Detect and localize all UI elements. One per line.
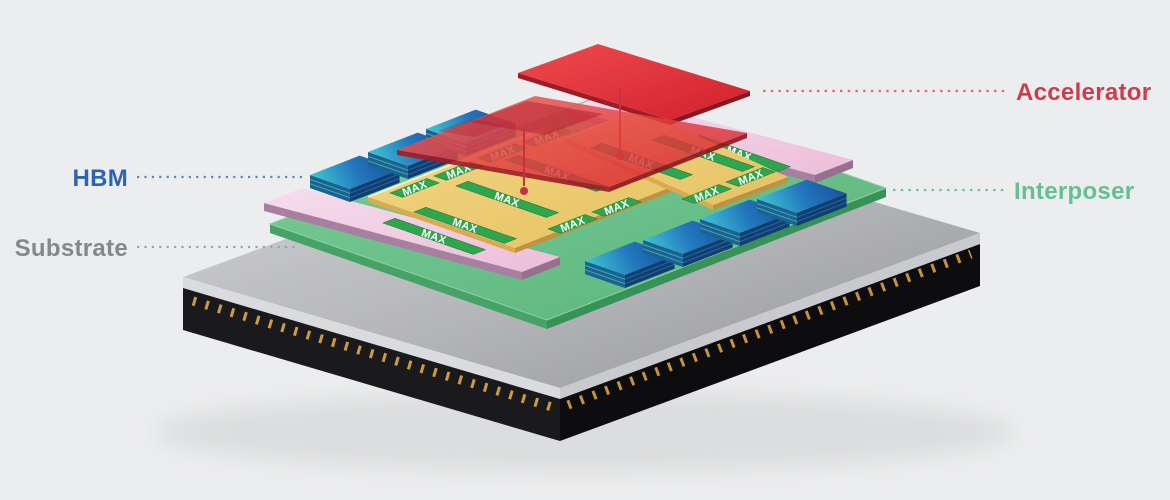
accelerator-die-back (518, 44, 750, 125)
accelerator-mesa (438, 119, 506, 137)
substrate-pins-left (191, 296, 554, 412)
substrate-rim-left (183, 277, 560, 399)
accelerator-mesa (470, 101, 603, 135)
carrier-strip-front-cap (522, 257, 560, 280)
substrate-side-left (183, 288, 560, 441)
accelerator-thickness (397, 150, 609, 192)
label-hbm: HBM (72, 165, 128, 192)
die-side (368, 197, 515, 253)
floor-shadow (155, 392, 1015, 472)
accelerator-die-front (397, 96, 747, 192)
accelerator-thickness (609, 133, 747, 192)
accelerator-top-face (518, 44, 750, 120)
carrier-strip-front (264, 188, 560, 280)
die-side (713, 177, 788, 210)
connection-dot-front (520, 187, 528, 195)
interposer-side-left (270, 224, 547, 329)
substrate-rim-right (560, 233, 980, 399)
label-substrate: Substrate (15, 235, 128, 262)
accelerator-thickness (518, 73, 670, 125)
substrate-side-right (560, 244, 980, 441)
carrier-strip-back-cap (815, 160, 853, 183)
label-accelerator: Accelerator (1016, 79, 1151, 106)
label-interposer: Interposer (1014, 178, 1134, 205)
carrier-strip-front-side (264, 203, 522, 280)
accelerator-thickness (670, 91, 750, 125)
substrate-pins-right (566, 249, 973, 410)
